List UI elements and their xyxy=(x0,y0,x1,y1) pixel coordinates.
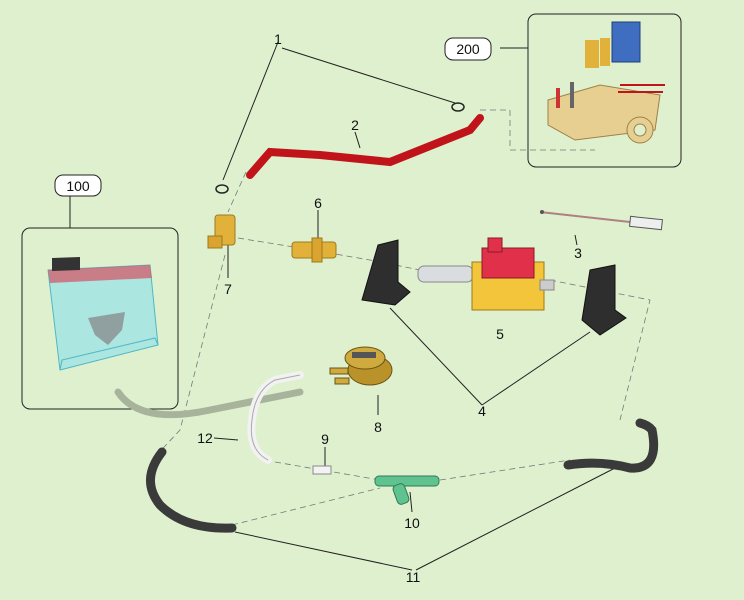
tank-outlet-hose xyxy=(114,388,304,419)
hose-clamps xyxy=(215,102,465,194)
flowmeter xyxy=(329,346,393,386)
part-label-12: 12 xyxy=(197,430,213,446)
callout-100: 100 xyxy=(21,174,179,410)
small-connector xyxy=(312,465,332,475)
green-y-fitting xyxy=(374,475,440,505)
heater-assembly xyxy=(547,21,665,144)
black-hose-right xyxy=(563,418,659,473)
callout-200: 200 xyxy=(444,13,682,168)
water-tank-detail-box xyxy=(21,227,179,410)
callout-100-label: 100 xyxy=(66,178,90,194)
vibration-pump xyxy=(417,237,555,311)
part-label-9: 9 xyxy=(321,431,329,447)
heater-detail-box xyxy=(527,13,682,168)
part-label-2: 2 xyxy=(351,117,359,133)
part-label-11: 11 xyxy=(406,569,421,585)
part-label-4: 4 xyxy=(478,403,486,419)
water-tank xyxy=(47,257,159,371)
brass-valve xyxy=(291,237,337,263)
callout-200-label: 200 xyxy=(456,41,480,57)
brass-elbow-fitting xyxy=(207,214,236,249)
thermal-fuse xyxy=(539,210,663,231)
part-label-6: 6 xyxy=(314,195,322,211)
part-label-10: 10 xyxy=(404,515,420,531)
white-hose xyxy=(247,371,304,464)
part-label-7: 7 xyxy=(224,281,232,297)
part-label-8: 8 xyxy=(374,419,382,435)
black-hose-left xyxy=(146,447,237,533)
part-label-1: 1 xyxy=(274,31,282,47)
leader-lines xyxy=(69,41,616,571)
pump-mounts xyxy=(361,239,627,336)
part-label-3: 3 xyxy=(574,245,582,261)
red-hose xyxy=(246,114,484,179)
part-label-5: 5 xyxy=(496,326,504,342)
